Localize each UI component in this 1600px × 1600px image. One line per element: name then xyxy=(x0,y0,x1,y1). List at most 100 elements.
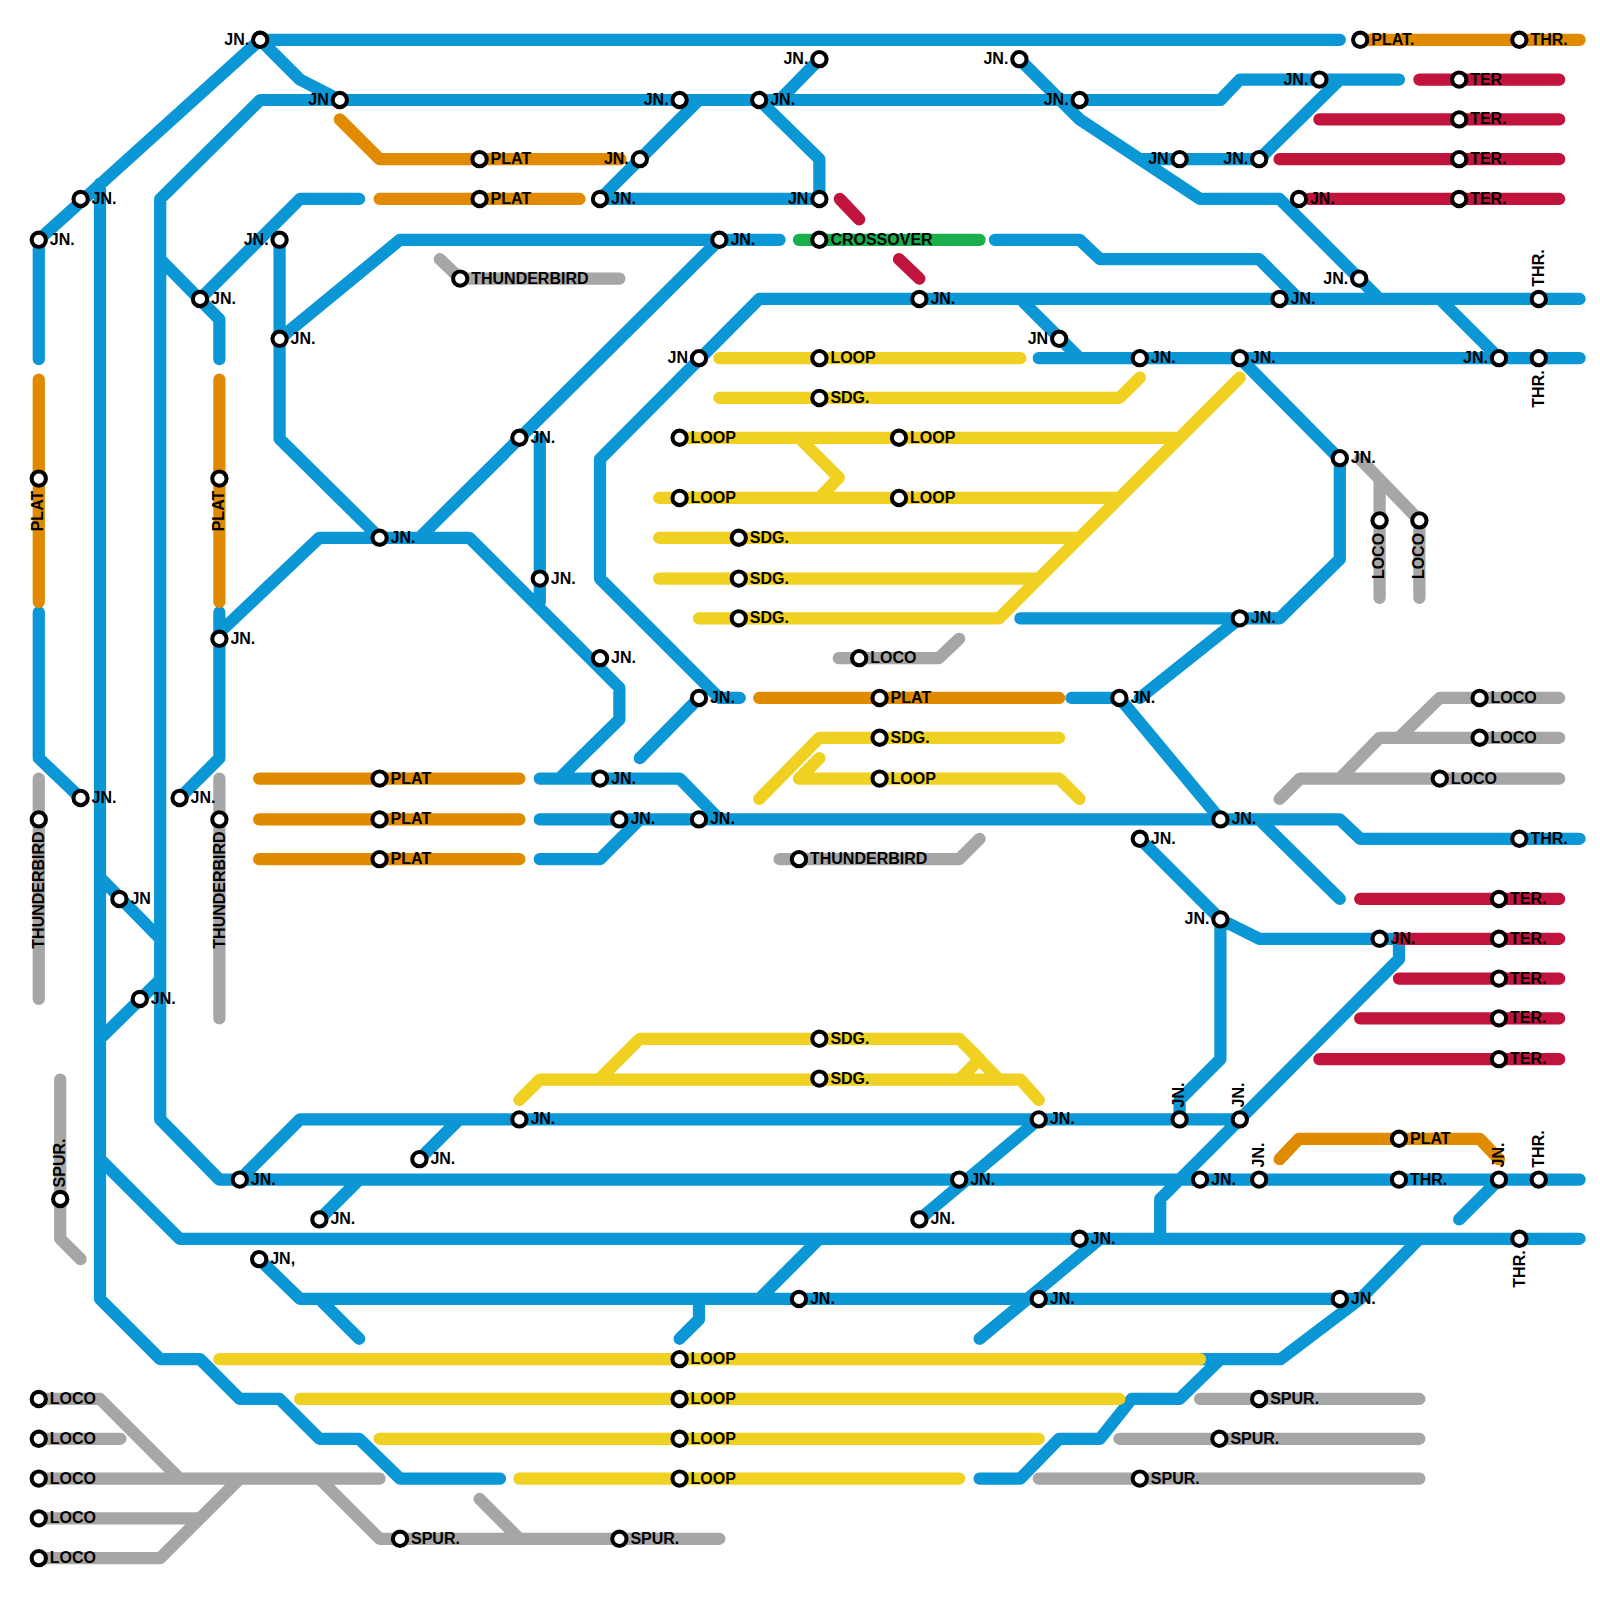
track-label: TER. xyxy=(1470,191,1506,207)
track-label: THUNDERBIRD xyxy=(810,851,927,867)
station-marker xyxy=(32,1511,46,1525)
track-label: SPUR. xyxy=(1230,1431,1279,1447)
station-marker xyxy=(333,93,347,107)
track-label: PLAT xyxy=(491,151,532,167)
station-marker xyxy=(372,812,386,826)
track-label: CROSSOVER xyxy=(830,232,932,248)
track-label: JN. xyxy=(783,51,808,67)
station-marker xyxy=(672,431,686,445)
station-marker xyxy=(1492,351,1506,365)
station-marker xyxy=(1372,932,1386,946)
track-label: JN. xyxy=(730,232,755,248)
station-marker xyxy=(812,52,826,66)
track-label: JN. xyxy=(1351,450,1376,466)
station-marker xyxy=(53,1192,67,1206)
track-label: LOCO xyxy=(1372,532,1388,578)
station-marker xyxy=(1512,1232,1526,1246)
station-marker xyxy=(1512,33,1526,47)
track-label: LOOP xyxy=(830,350,875,366)
track-label: LOOP xyxy=(691,1391,736,1407)
station-marker xyxy=(752,93,766,107)
track-label: JN. xyxy=(211,291,236,307)
station-marker xyxy=(672,491,686,505)
track-label: JN. xyxy=(1172,1082,1188,1107)
track-label: LOOP xyxy=(691,490,736,506)
station-marker xyxy=(1292,192,1306,206)
station-marker xyxy=(212,632,226,646)
station-marker xyxy=(1452,152,1466,166)
station-marker xyxy=(812,1032,826,1046)
track-label: SPUR. xyxy=(630,1531,679,1547)
track-label: PLAT xyxy=(31,491,47,532)
station-marker xyxy=(1492,1172,1506,1186)
track-label: SPUR. xyxy=(52,1138,68,1187)
station-marker xyxy=(892,431,906,445)
station-marker xyxy=(1233,1112,1247,1126)
station-marker xyxy=(1333,451,1347,465)
station-marker xyxy=(233,1172,247,1186)
station-marker xyxy=(1272,292,1286,306)
station-marker xyxy=(1353,33,1367,47)
track-label: JN. xyxy=(1151,831,1176,847)
station-marker xyxy=(1233,611,1247,625)
track-label: JN. xyxy=(1391,931,1416,947)
track-label: SPUR. xyxy=(1151,1471,1200,1487)
track-label: JN. xyxy=(930,291,955,307)
station-marker xyxy=(1072,93,1086,107)
station-marker xyxy=(952,1172,966,1186)
track-label: JN. xyxy=(1185,911,1210,927)
station-marker xyxy=(812,391,826,405)
station-marker xyxy=(872,731,886,745)
station-marker xyxy=(593,771,607,785)
track-label: JN. xyxy=(644,92,669,108)
track-label: TER. xyxy=(1510,931,1546,947)
track-label: LOCO xyxy=(870,650,916,666)
track-label: JN. xyxy=(244,232,269,248)
track-label: PLAT xyxy=(211,491,227,532)
track-label: SPUR. xyxy=(1270,1391,1319,1407)
track-label: PLAT xyxy=(891,690,932,706)
track-label: LOCO xyxy=(1451,771,1497,787)
track-label: SDG. xyxy=(750,571,789,587)
track-label: JN. xyxy=(1310,191,1335,207)
station-marker xyxy=(272,233,286,247)
track-label: SDG. xyxy=(830,1031,869,1047)
station-marker xyxy=(1133,1471,1147,1485)
red-track xyxy=(840,80,1559,1060)
track-label: JN. xyxy=(604,151,629,167)
station-marker xyxy=(1352,271,1366,285)
station-marker xyxy=(512,1112,526,1126)
track-label: SDG. xyxy=(891,730,930,746)
station-marker xyxy=(672,1392,686,1406)
track-label: THR. xyxy=(1530,831,1567,847)
track-label: JN. xyxy=(970,1172,995,1188)
station-marker xyxy=(32,1392,46,1406)
station-marker xyxy=(1512,832,1526,846)
station-marker xyxy=(1492,971,1506,985)
track-label: SDG. xyxy=(750,610,789,626)
track-label: LOOP xyxy=(691,1351,736,1367)
station-marker xyxy=(1012,52,1026,66)
station-marker xyxy=(32,471,46,485)
track-label: SDG. xyxy=(830,390,869,406)
track-label: JN. xyxy=(611,191,636,207)
station-marker xyxy=(32,233,46,247)
station-marker xyxy=(912,1212,926,1226)
track-label: JN. xyxy=(92,191,117,207)
track-label: SDG. xyxy=(830,1071,869,1087)
station-marker xyxy=(1532,351,1546,365)
station-marker xyxy=(1452,72,1466,86)
station-marker xyxy=(1492,932,1506,946)
track-label: THUNDERBIRD xyxy=(211,831,227,948)
track-label: JN. xyxy=(611,650,636,666)
station-marker xyxy=(812,233,826,247)
track-label: JN. xyxy=(1283,72,1308,88)
track-label: JN. xyxy=(983,51,1008,67)
yellow-track xyxy=(219,358,1239,1478)
orange-track xyxy=(39,40,1580,1159)
station-marker xyxy=(672,1352,686,1366)
track-label: JN xyxy=(668,350,688,366)
station-marker xyxy=(1472,731,1486,745)
